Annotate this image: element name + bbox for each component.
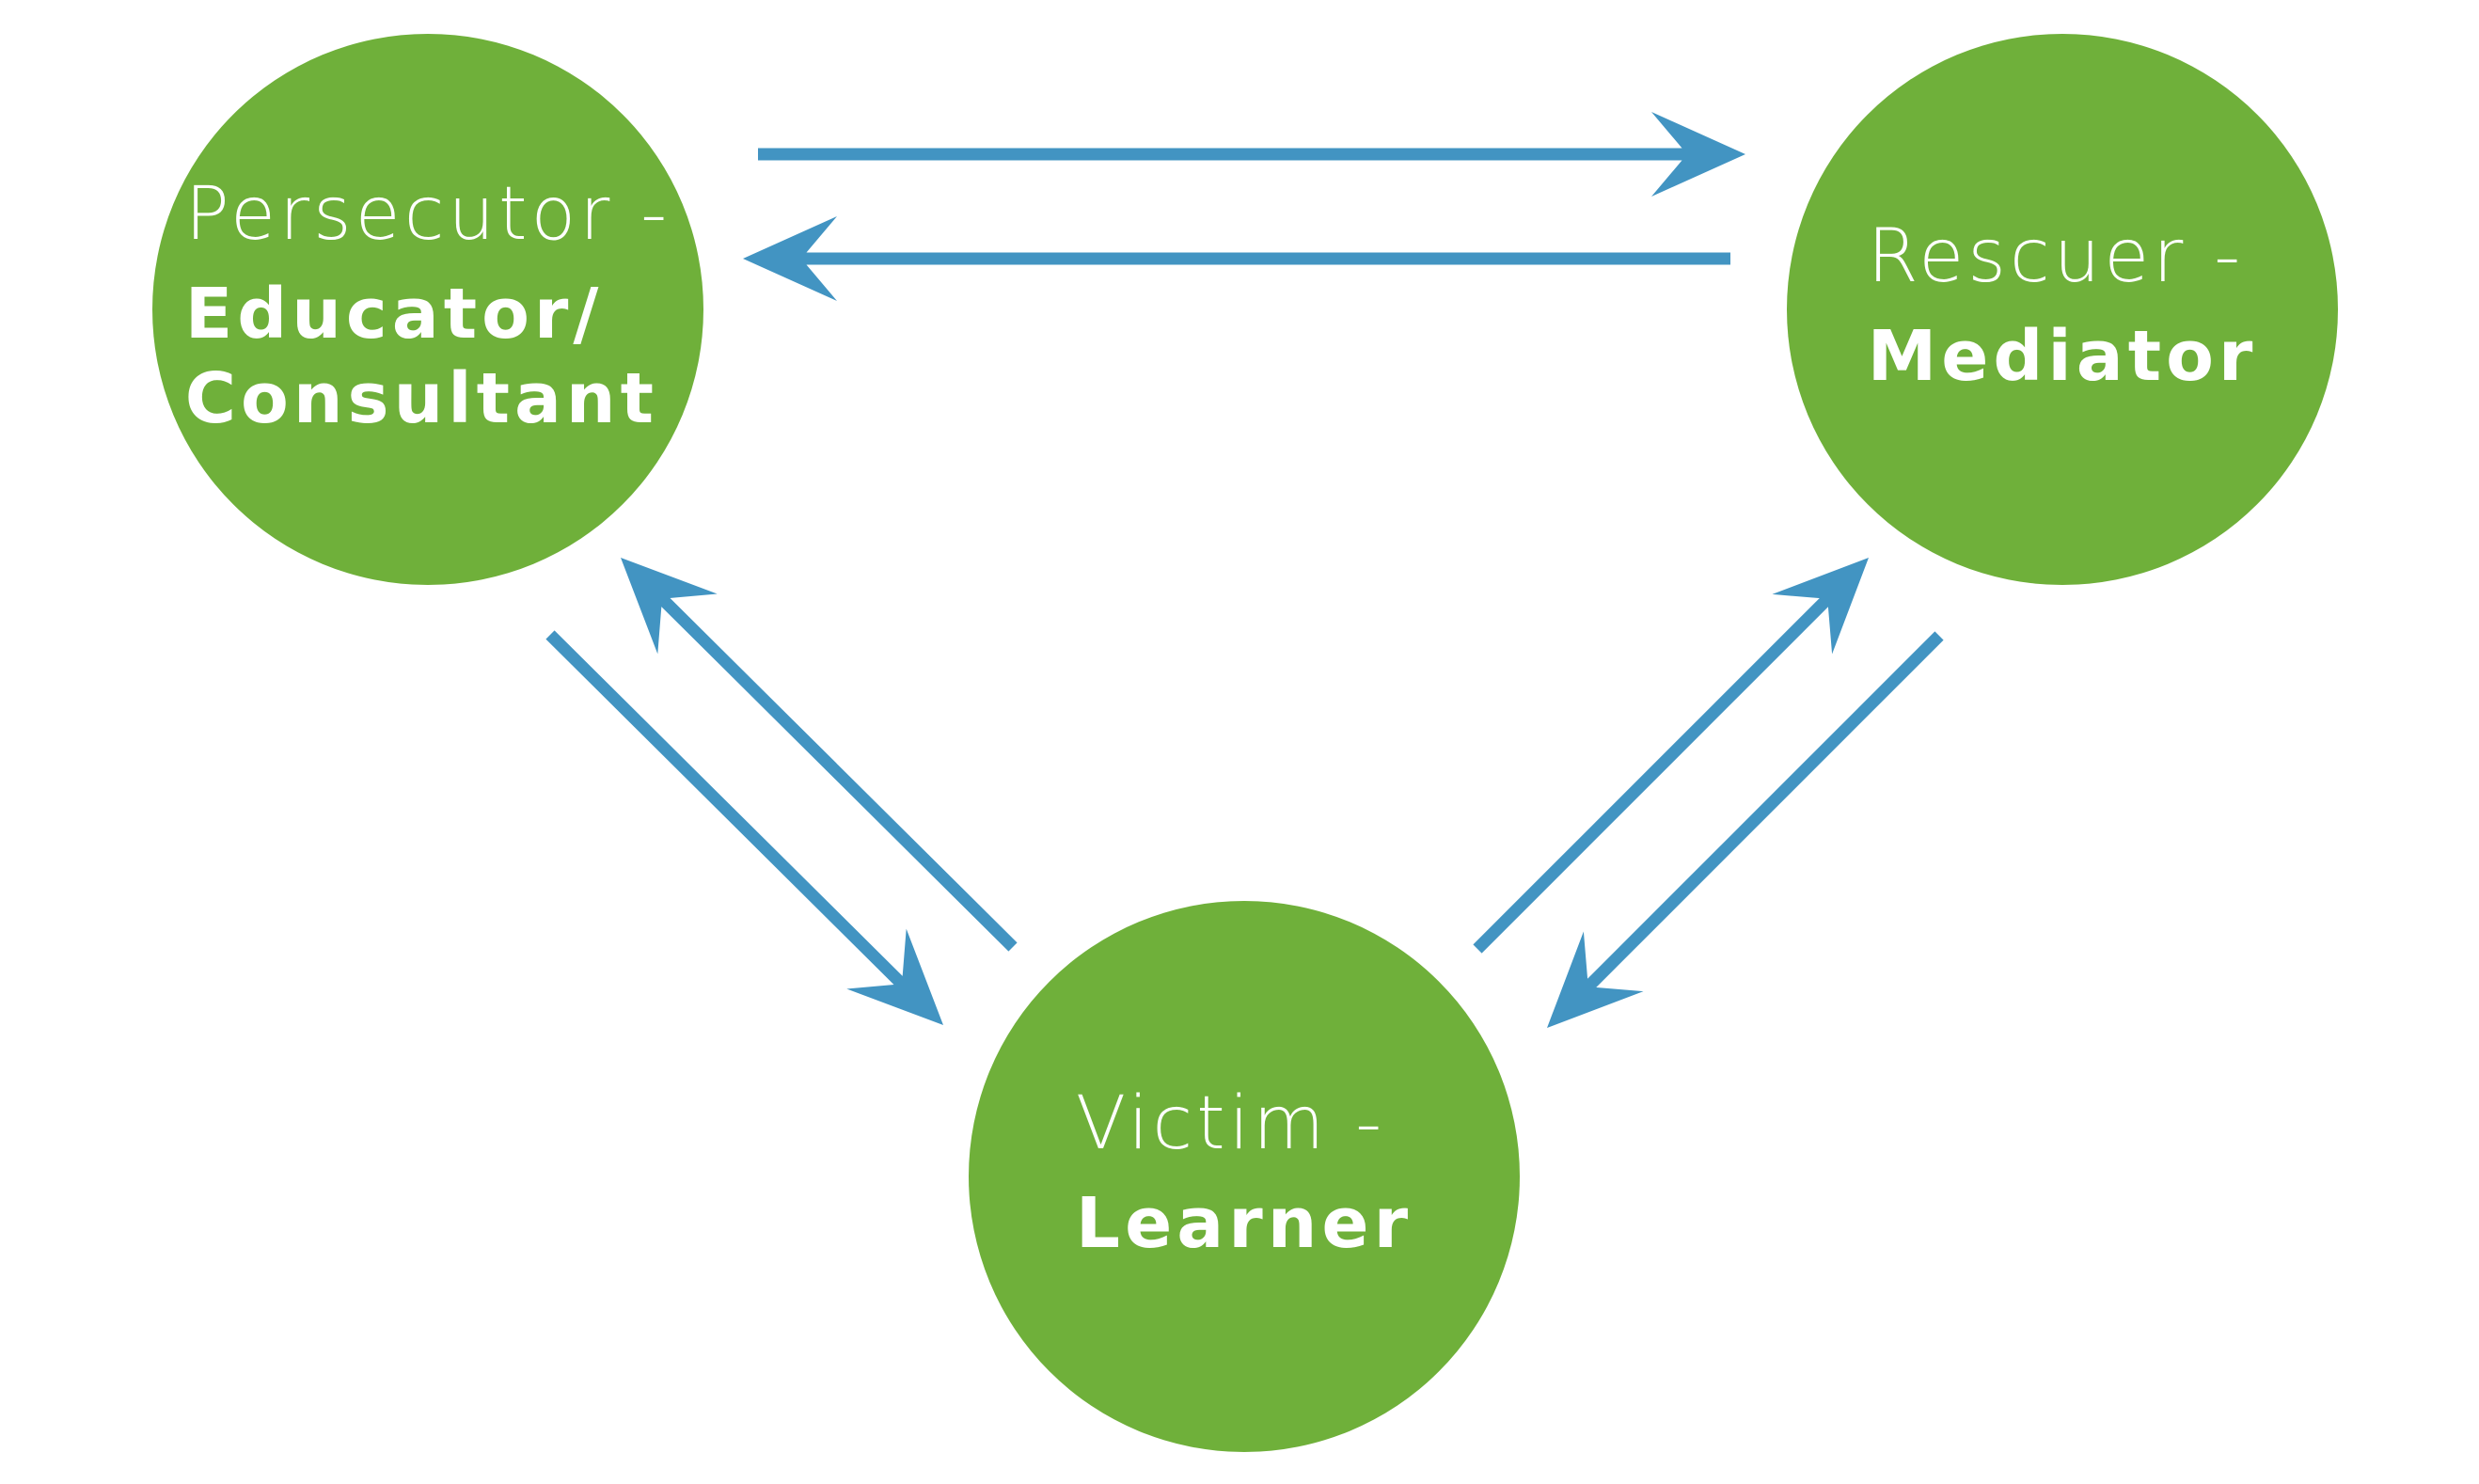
arrow-victim-to-rescuer — [1473, 558, 1869, 954]
arrow-shaft — [1579, 631, 1944, 996]
rescuer-old-role: Rescuer - — [1867, 213, 2245, 299]
victim-new-role: Learner — [1075, 1182, 1413, 1264]
arrow-shaft — [1473, 590, 1837, 954]
arrow-head — [1772, 558, 1869, 655]
persecutor-label: Persecutor - Educator/ Consultant — [185, 178, 671, 442]
arrow-head — [846, 928, 943, 1025]
arrow-head — [1651, 112, 1745, 197]
arrow-persecutor-to-victim — [545, 630, 943, 1025]
arrow-shaft — [653, 590, 1018, 952]
victim-node: Victim - Learner — [969, 901, 1520, 1452]
persecutor-old-role: Persecutor - — [184, 171, 671, 257]
rescuer-label: Rescuer - Mediator — [1868, 220, 2258, 399]
victim-label: Victim - Learner — [1076, 1087, 1413, 1266]
rescuer-node: Rescuer - Mediator — [1787, 34, 2338, 585]
persecutor-node: Persecutor - Educator/ Consultant — [152, 34, 703, 585]
arrow-persecutor-to-rescuer — [758, 112, 1745, 197]
arrow-rescuer-to-victim — [1547, 631, 1944, 1028]
persecutor-new-role: Educator/ Consultant — [184, 273, 658, 439]
arrow-rescuer-to-persecutor — [743, 216, 1730, 301]
victim-old-role: Victim - — [1075, 1081, 1386, 1166]
arrow-head — [1547, 931, 1644, 1028]
rescuer-new-role: Mediator — [1867, 315, 2258, 397]
arrow-head — [621, 558, 718, 655]
arrow-head — [743, 216, 837, 301]
arrow-victim-to-persecutor — [621, 558, 1018, 952]
arrow-shaft — [545, 630, 911, 993]
